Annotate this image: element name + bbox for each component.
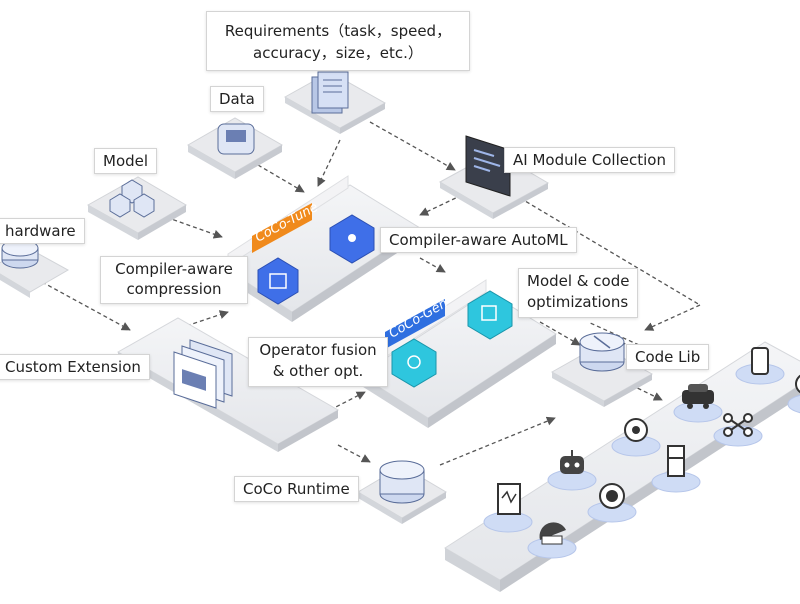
- fusion-hex-icon: [391, 338, 437, 388]
- satellite-dish-icon: [539, 522, 566, 545]
- requirements-line2: accuracy，size，etc.）: [253, 44, 423, 62]
- runtime-server-icon: [379, 460, 425, 504]
- chip-icon: [1, 239, 39, 269]
- model-cubes-icon: [109, 179, 155, 218]
- code-lib-label: Code Lib: [626, 344, 710, 370]
- robot-icon: [560, 450, 584, 474]
- documents-stack-icon: [173, 339, 233, 409]
- robot-vacuum-icon: [599, 483, 625, 509]
- model-code-line1: Model & code: [527, 272, 630, 290]
- car-icon: [682, 384, 714, 409]
- camera-icon: [624, 418, 648, 442]
- code-opt-hex-icon: [467, 290, 513, 340]
- security-camera-icon: [795, 374, 800, 394]
- requirements-label: Requirements（task，speed， accuracy，size，e…: [206, 11, 470, 71]
- ai-module-collection-label: AI Module Collection: [504, 147, 675, 173]
- model-code-optimizations-label: Model & code optimizations: [518, 268, 639, 318]
- compiler-aware-compression-label: Compiler-aware compression: [100, 256, 248, 304]
- compression-hex-icon: [257, 257, 299, 305]
- compiler-aware-automl-label: Compiler-aware AutoML: [380, 227, 577, 253]
- model-code-line2: optimizations: [527, 293, 629, 311]
- operator-fusion-line1: Operator fusion: [259, 341, 377, 359]
- code-lib-tile: [550, 344, 654, 407]
- code-lib-icon: [579, 332, 625, 372]
- requirements-icon: [311, 71, 349, 114]
- coco-runtime-label: CoCo Runtime: [234, 476, 359, 502]
- drone-icon: [723, 413, 753, 437]
- compression-line1: Compiler-aware: [115, 260, 233, 278]
- hardware-label: hardware: [0, 218, 85, 244]
- phone-icon: [751, 347, 769, 375]
- monitor-code-icon: [465, 135, 511, 197]
- database-icon: [217, 123, 255, 155]
- fridge-icon: [667, 445, 685, 477]
- monitor-icon: [497, 483, 521, 515]
- operator-fusion-label: Operator fusion & other opt.: [248, 337, 388, 387]
- automl-hex-icon: [329, 214, 375, 264]
- requirements-line1: Requirements（task，speed，: [224, 22, 452, 40]
- data-label: Data: [210, 86, 264, 112]
- compression-line2: compression: [126, 280, 222, 298]
- custom-extension-label: Custom Extension: [0, 354, 150, 380]
- model-label: Model: [94, 148, 158, 174]
- operator-fusion-line2: & other opt.: [272, 362, 364, 380]
